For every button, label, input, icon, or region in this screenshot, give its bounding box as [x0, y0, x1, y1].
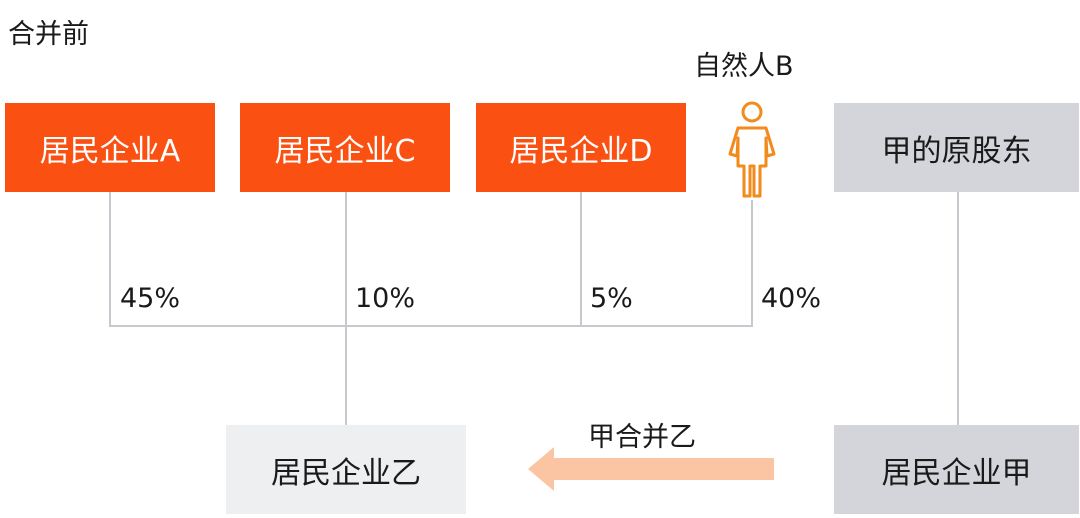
- shareholder-person-b-label: 自然人B: [694, 51, 794, 82]
- share-a: 45%: [120, 283, 181, 314]
- shareholder-enterprise-c: 居民企业C: [240, 103, 450, 192]
- share-c: 10%: [355, 283, 416, 314]
- connector-a: [109, 192, 111, 327]
- connector-c: [345, 192, 347, 425]
- original-shareholders-box: 甲的原股东: [834, 103, 1079, 192]
- merge-label: 甲合并乙: [588, 422, 696, 453]
- shareholder-enterprise-a: 居民企业A: [5, 103, 215, 192]
- connector-d: [580, 192, 582, 327]
- connector-b: [751, 200, 753, 327]
- connector-horizontal: [109, 325, 753, 327]
- merge-arrow-icon: [528, 447, 776, 491]
- shareholder-enterprise-d: 居民企业D: [476, 103, 686, 192]
- connector-original-shareholders: [957, 192, 959, 425]
- target-company-box: 居民企业乙: [226, 425, 466, 514]
- acquirer-company-box: 居民企业甲: [834, 425, 1079, 514]
- share-d: 5%: [590, 283, 633, 314]
- share-b: 40%: [761, 283, 822, 314]
- person-icon: [722, 98, 782, 200]
- page-title: 合并前: [8, 19, 89, 50]
